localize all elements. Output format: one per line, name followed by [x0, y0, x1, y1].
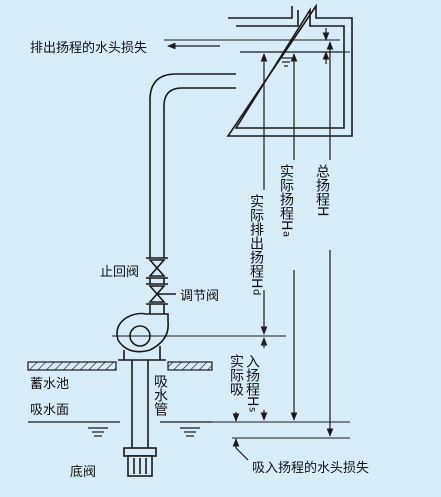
foot-valve-label: 底阀	[70, 464, 96, 480]
pump	[116, 312, 169, 361]
discharge-pipe	[149, 73, 236, 258]
suction-water-surface	[28, 421, 212, 437]
actual-suction-head-label-line1: 实际吸	[228, 354, 244, 396]
upper-tank	[226, 3, 353, 137]
suction-pipe	[131, 360, 149, 448]
dimension-arrows	[167, 28, 334, 461]
check-valve	[146, 257, 168, 284]
foot-valve	[123, 447, 157, 477]
tank-water-surface	[240, 51, 342, 67]
suction-surface-label: 吸水面	[30, 403, 69, 418]
discharge-head-loss-label: 排出扬程的水头损失	[30, 40, 147, 56]
check-valve-label: 止回阀	[100, 265, 139, 280]
reference-lines	[112, 39, 350, 439]
suction-head-loss-label: 吸入扬程的水头损失	[252, 460, 369, 476]
reservoir-label: 蓄水池	[30, 377, 69, 392]
regulating-valve-label: 调节阀	[180, 289, 219, 304]
regulating-valve	[146, 283, 176, 314]
suction-pipe-label: 吸水管	[152, 374, 168, 416]
reservoir-ground	[27, 361, 213, 371]
